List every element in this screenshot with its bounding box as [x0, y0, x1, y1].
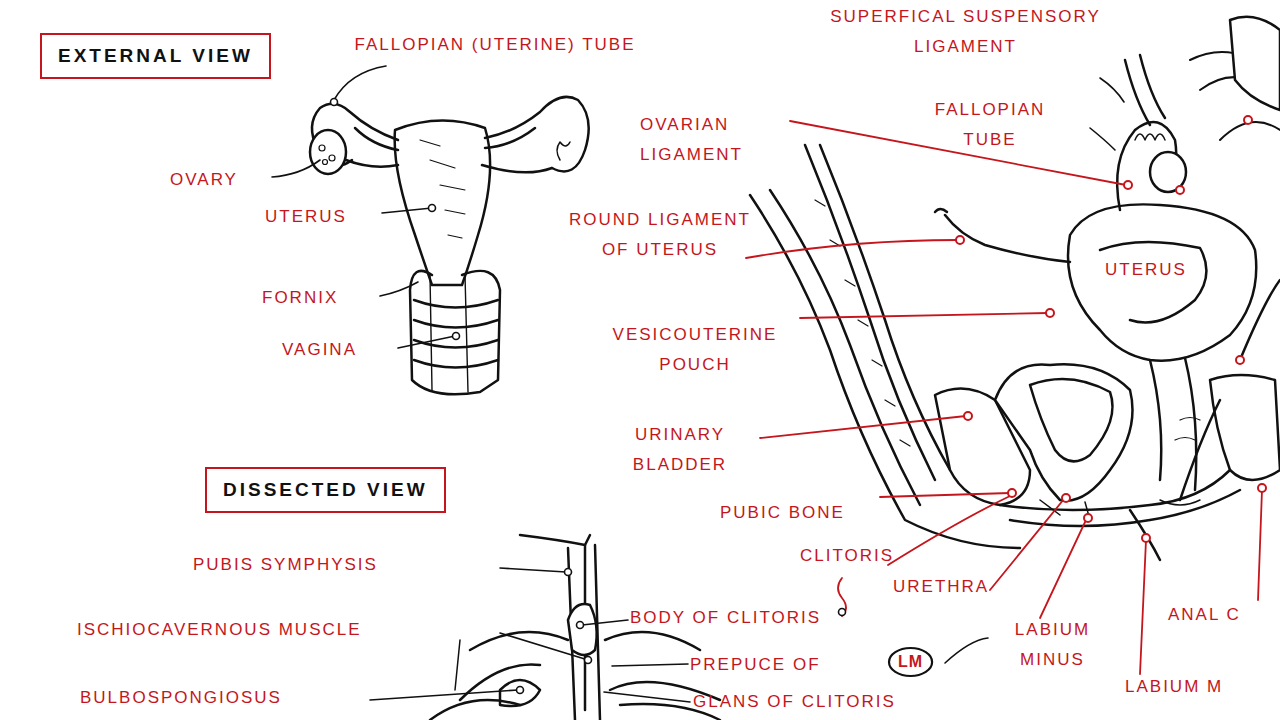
node-text: EXTERNAL VIEW [58, 45, 253, 66]
part-label: ANAL C [1168, 600, 1241, 630]
heading-box: EXTERNAL VIEW [40, 33, 271, 79]
part-label: ROUND LIGAMENT OF UTERUS [560, 205, 760, 265]
part-label: VAGINA [282, 335, 357, 365]
part-label: FALLOPIAN TUBE [905, 95, 1075, 155]
part-label: BULBOSPONGIOSUS [80, 683, 282, 713]
part-label: FORNIX [262, 283, 338, 313]
part-label: PUBIS SYMPHYSIS [193, 550, 378, 580]
part-label: PUBIC BONE [720, 498, 845, 528]
part-label: CLITORIS [800, 541, 894, 571]
part-label: LABIUM M [1125, 672, 1223, 702]
part-label: SUPERFICAL SUSPENSORY LIGAMENT [828, 2, 1103, 62]
part-label: LABIUM MINUS [990, 615, 1115, 675]
node-text: DISSECTED VIEW [223, 479, 428, 500]
part-label: URETHRA [893, 572, 989, 602]
part-label: UTERUS [1105, 255, 1187, 285]
abbreviation-circle: LM [888, 647, 933, 677]
part-label: OVARY [170, 165, 238, 195]
part-label: FALLOPIAN (UTERINE) TUBE [345, 30, 645, 60]
part-label: UTERUS [265, 202, 347, 232]
part-label: GLANS OF CLITORIS [693, 687, 896, 717]
part-label: BODY OF CLITORIS [630, 603, 821, 633]
part-label: VESICOUTERINE POUCH [590, 320, 800, 380]
part-label: URINARY BLADDER [595, 420, 765, 480]
part-label: OVARIAN LIGAMENT [640, 110, 790, 170]
node-text: LM [898, 653, 923, 670]
part-label: PREPUCE OF [690, 650, 821, 680]
heading-box: DISSECTED VIEW [205, 467, 446, 513]
part-label: ISCHIOCAVERNOUS MUSCLE [77, 615, 362, 645]
